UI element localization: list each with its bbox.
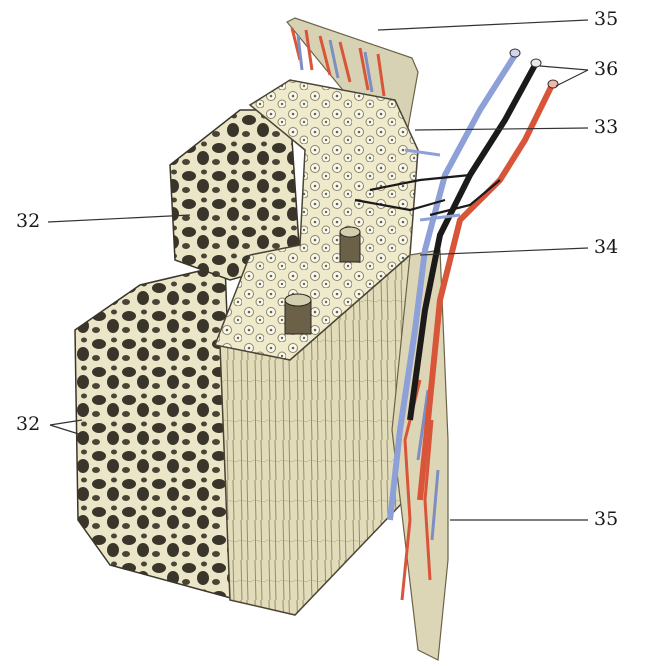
leader-34 xyxy=(420,248,588,255)
label-32-top: 32 xyxy=(16,212,40,231)
label-33: 33 xyxy=(594,118,618,137)
label-35-bottom: 35 xyxy=(594,510,618,529)
label-32-bottom: 32 xyxy=(16,415,40,434)
spongy-bone-lower xyxy=(75,265,238,600)
label-35-top: 35 xyxy=(594,10,618,29)
leader-36-b xyxy=(556,70,588,86)
label-36: 36 xyxy=(594,60,618,79)
label-34: 34 xyxy=(594,238,618,257)
leader-35-top xyxy=(378,20,588,30)
leader-36-a xyxy=(540,66,588,70)
leader-32-top xyxy=(48,215,190,222)
